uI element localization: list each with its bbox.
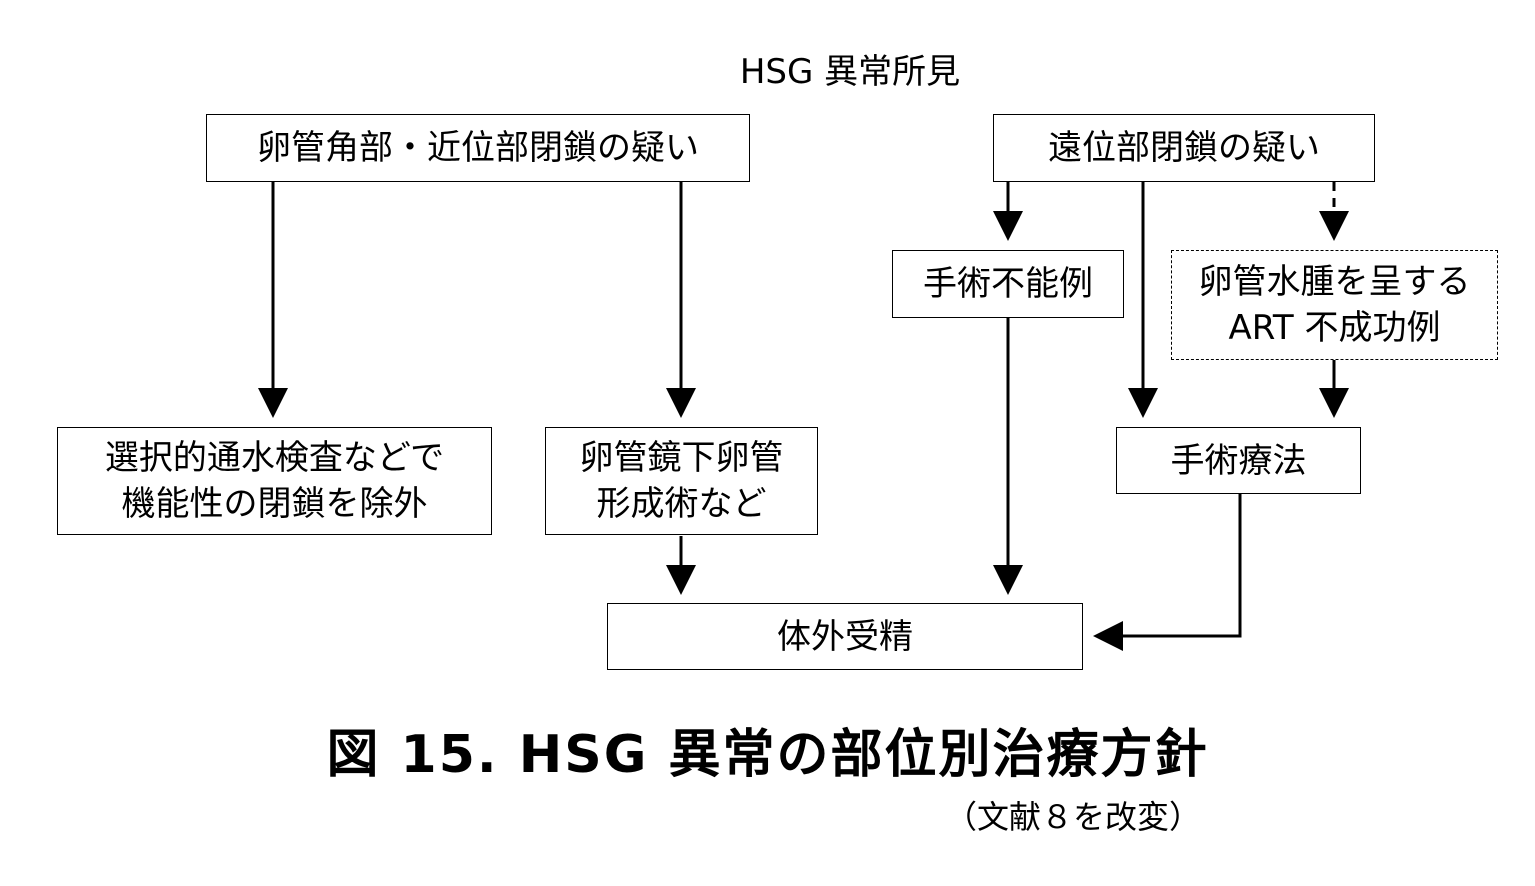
- node-surgery: 手術療法: [1116, 427, 1361, 494]
- node-proximal-suspect-label: 卵管角部・近位部閉鎖の疑い: [257, 128, 699, 168]
- node-selective-test-line2: 機能性の閉鎖を除外: [121, 484, 428, 524]
- node-falloposcopy-line2: 形成術など: [596, 484, 767, 524]
- node-proximal-suspect: 卵管角部・近位部閉鎖の疑い: [206, 114, 750, 182]
- node-selective-test: 選択的通水検査などで 機能性の閉鎖を除外: [57, 427, 492, 535]
- diagram-title: HSG 異常所見: [739, 52, 961, 92]
- node-falloposcopy-line1: 卵管鏡下卵管: [579, 438, 784, 478]
- node-hydrosalpinx-art: 卵管水腫を呈する ART 不成功例: [1171, 250, 1498, 360]
- node-selective-test-line1: 選択的通水検査などで: [104, 438, 445, 478]
- node-distal-suspect: 遠位部閉鎖の疑い: [993, 114, 1375, 182]
- node-ivf: 体外受精: [607, 603, 1083, 670]
- arrow-surgery-to-ivf: [1093, 494, 1242, 651]
- node-hydrosalpinx-art-line1: 卵管水腫を呈する: [1198, 262, 1471, 302]
- node-inoperable-label: 手術不能例: [923, 264, 1093, 304]
- node-hydrosalpinx-art-line2: ART 不成功例: [1228, 308, 1441, 348]
- node-surgery-label: 手術療法: [1170, 440, 1307, 481]
- node-distal-suspect-label: 遠位部閉鎖の疑い: [1048, 128, 1320, 168]
- node-falloposcopy: 卵管鏡下卵管 形成術など: [545, 427, 818, 535]
- figure-caption: 図 15. HSG 異常の部位別治療方針: [326, 725, 1209, 785]
- figure-source: （文献８を改変）: [945, 798, 1202, 836]
- node-ivf-label: 体外受精: [777, 616, 913, 657]
- node-inoperable: 手術不能例: [892, 250, 1124, 318]
